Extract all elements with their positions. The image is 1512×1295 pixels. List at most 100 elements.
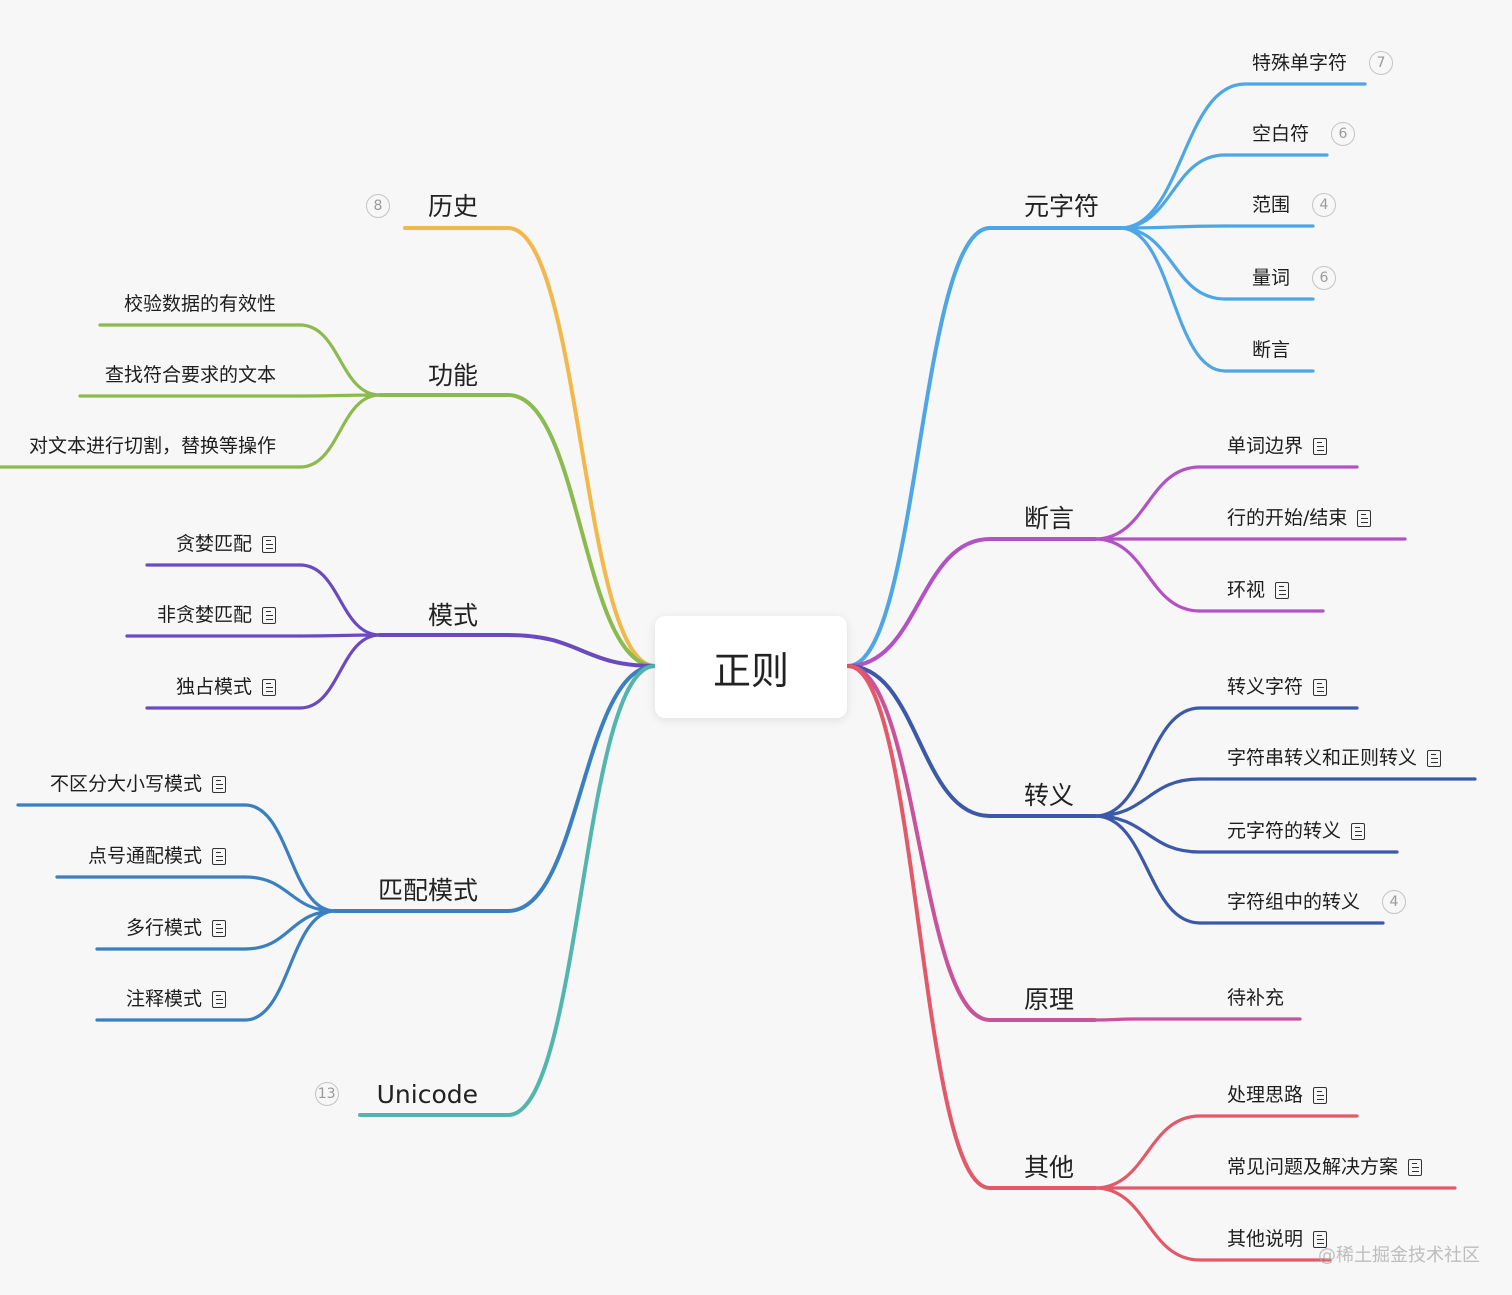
- child-node[interactable]: 校验数据的有效性: [124, 291, 276, 317]
- child-connector: [1093, 706, 1202, 818]
- child-node[interactable]: 点号通配模式: [88, 843, 226, 869]
- branch-label: 其他: [1024, 1152, 1075, 1182]
- branch-node[interactable]: 模式: [428, 599, 478, 631]
- note-icon[interactable]: [212, 847, 226, 865]
- count-badge[interactable]: 6: [1331, 122, 1356, 146]
- child-node[interactable]: 多行模式: [126, 915, 226, 941]
- child-node[interactable]: 单词边界: [1227, 433, 1328, 459]
- branch-connector: [846, 664, 992, 1190]
- branch-node[interactable]: 匹配模式: [378, 874, 478, 906]
- branch-connector: [846, 664, 992, 1022]
- child-node[interactable]: 空白符 6: [1252, 121, 1356, 147]
- child-node[interactable]: 其他说明: [1227, 1226, 1328, 1252]
- branch-connector: [846, 537, 992, 668]
- branch-label: 模式: [427, 600, 478, 630]
- branch-node[interactable]: 13 Unicode: [314, 1078, 478, 1110]
- child-node[interactable]: 处理思路: [1227, 1082, 1328, 1108]
- child-label: 对文本进行切割，替换等操作: [28, 434, 276, 457]
- note-icon[interactable]: [1408, 1158, 1423, 1176]
- note-icon[interactable]: [1313, 1230, 1328, 1248]
- child-connector: [243, 909, 337, 1022]
- child-label: 处理思路: [1227, 1083, 1304, 1106]
- child-connector: [1093, 1017, 1137, 1022]
- count-badge[interactable]: 4: [1382, 890, 1407, 914]
- child-node[interactable]: 行的开始/结束: [1227, 505, 1372, 531]
- branch-node[interactable]: 其他: [1024, 1151, 1074, 1183]
- child-node[interactable]: 不区分大小写模式: [50, 771, 226, 797]
- note-icon[interactable]: [1275, 581, 1290, 599]
- count-badge[interactable]: 6: [1312, 266, 1337, 290]
- watermark: @稀土掘金技术社区: [1318, 1245, 1480, 1266]
- child-node[interactable]: 对文本进行切割，替换等操作: [29, 433, 276, 459]
- branch-label: 匹配模式: [377, 875, 478, 905]
- branch-label: 原理: [1024, 984, 1075, 1014]
- child-label: 独占模式: [175, 675, 252, 698]
- child-label: 注释模式: [125, 987, 202, 1010]
- child-label: 字符串转义和正则转义: [1227, 746, 1418, 769]
- child-connector: [1093, 1186, 1202, 1262]
- child-label: 环视: [1227, 578, 1266, 601]
- note-icon[interactable]: [1357, 509, 1372, 527]
- note-icon[interactable]: [1313, 437, 1328, 455]
- branch-node[interactable]: 功能: [428, 359, 478, 391]
- count-badge[interactable]: 4: [1312, 193, 1337, 217]
- child-node[interactable]: 待补充: [1227, 985, 1284, 1011]
- branch-label: Unicode: [376, 1079, 478, 1109]
- note-icon[interactable]: [1427, 749, 1442, 767]
- count-badge[interactable]: 13: [314, 1082, 339, 1106]
- child-node[interactable]: 环视: [1227, 577, 1290, 603]
- child-node[interactable]: 贪婪匹配: [176, 531, 276, 557]
- note-icon[interactable]: [212, 990, 226, 1008]
- child-node[interactable]: 转义字符: [1227, 674, 1328, 700]
- child-label: 行的开始/结束: [1227, 506, 1348, 529]
- note-icon[interactable]: [262, 678, 276, 696]
- note-icon[interactable]: [212, 775, 226, 793]
- child-label: 贪婪匹配: [175, 532, 252, 555]
- child-node[interactable]: 独占模式: [176, 674, 276, 700]
- child-label: 不区分大小写模式: [49, 772, 202, 795]
- child-label: 空白符: [1252, 122, 1310, 145]
- child-label: 转义字符: [1227, 675, 1304, 698]
- child-label: 范围: [1252, 193, 1291, 216]
- branch-node[interactable]: 原理: [1024, 983, 1074, 1015]
- branch-connector: [506, 633, 657, 668]
- child-connector: [298, 563, 382, 637]
- branch-label: 元字符: [1024, 191, 1100, 221]
- note-icon[interactable]: [262, 535, 276, 553]
- child-node[interactable]: 字符组中的转义 4: [1227, 889, 1407, 915]
- root-label: 正则: [712, 648, 789, 693]
- child-connector: [1093, 465, 1202, 541]
- child-connector: [1118, 82, 1247, 230]
- note-icon[interactable]: [1313, 1086, 1328, 1104]
- count-badge[interactable]: 8: [365, 194, 390, 218]
- root-node[interactable]: 正则: [655, 616, 847, 718]
- note-icon[interactable]: [1351, 822, 1366, 840]
- child-label: 其他说明: [1227, 1227, 1304, 1250]
- child-label: 多行模式: [125, 916, 202, 939]
- child-label: 字符组中的转义: [1227, 890, 1361, 913]
- branch-connector: [506, 393, 657, 668]
- child-node[interactable]: 常见问题及解决方案: [1227, 1154, 1423, 1180]
- branch-node[interactable]: 元字符: [1024, 190, 1099, 222]
- branch-node[interactable]: 转义: [1024, 779, 1074, 811]
- child-node[interactable]: 字符串转义和正则转义: [1227, 745, 1442, 771]
- child-node[interactable]: 元字符的转义: [1227, 818, 1366, 844]
- branch-connector: [506, 664, 657, 913]
- child-label: 元字符的转义: [1227, 819, 1342, 842]
- note-icon[interactable]: [1313, 678, 1328, 696]
- child-node[interactable]: 范围 4: [1252, 192, 1337, 218]
- note-icon[interactable]: [262, 606, 276, 624]
- child-node[interactable]: 注释模式: [126, 986, 226, 1012]
- branch-node[interactable]: 断言: [1024, 502, 1074, 534]
- child-connector: [298, 393, 382, 469]
- child-connector: [1093, 1114, 1202, 1190]
- branch-connector: [846, 226, 992, 668]
- child-node[interactable]: 断言: [1252, 337, 1290, 363]
- child-node[interactable]: 非贪婪匹配: [157, 602, 276, 628]
- note-icon[interactable]: [212, 919, 226, 937]
- child-node[interactable]: 查找符合要求的文本: [105, 362, 276, 388]
- count-badge[interactable]: 7: [1369, 51, 1394, 75]
